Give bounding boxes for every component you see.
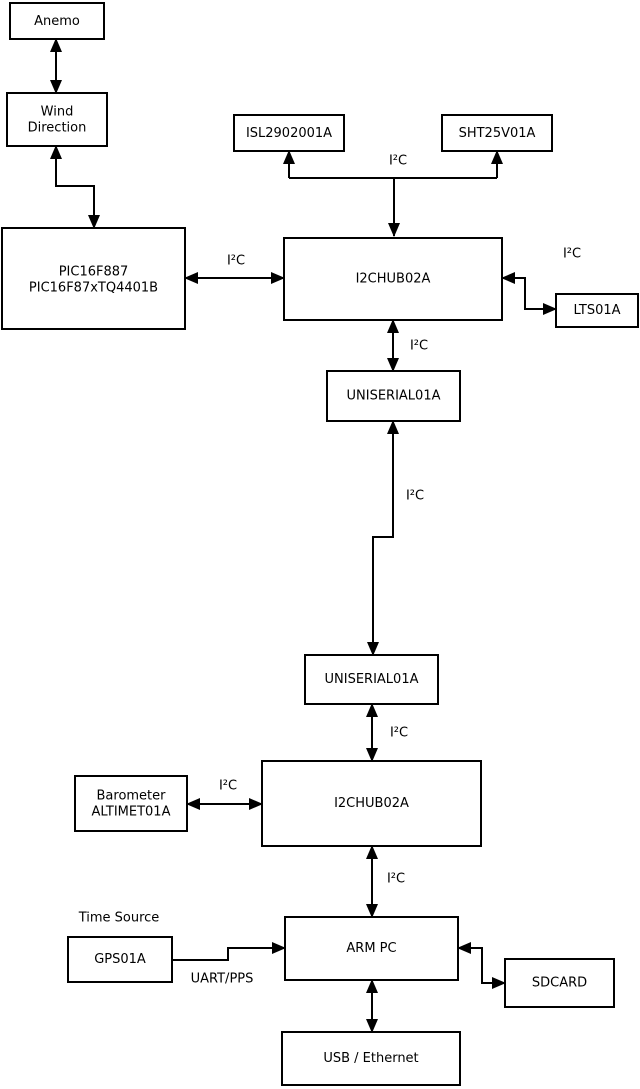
lts01a-label: LTS01A <box>573 303 620 318</box>
node-lts01a: LTS01A <box>555 293 639 328</box>
i2c-label-uniserial-hub2: I²C <box>390 726 408 741</box>
gps01a-box <box>67 936 173 983</box>
node-uniserial-bottom: UNISERIAL01A <box>304 654 439 705</box>
pic-label-line2: PIC16F87xTQ4401B <box>29 281 158 296</box>
node-sht25v01a: SHT25V01A <box>441 114 553 152</box>
edge-i2chub-top-lts01a <box>501 272 557 315</box>
i2chub-top-box <box>283 237 503 321</box>
i2c-label-hub2-armpc: I²C <box>387 872 405 887</box>
barometer-box <box>74 775 188 832</box>
i2c-label-hub-uniserial: I²C <box>410 339 428 354</box>
i2c-label-sensor-bus: I²C <box>389 154 407 169</box>
isl2902001a-label: ISL2902001A <box>246 126 332 141</box>
isl2902001a-box <box>233 114 345 152</box>
anemo-box <box>9 2 105 40</box>
i2chub-bottom-box <box>261 760 482 847</box>
wind-direction-label-line2: Direction <box>28 121 87 136</box>
node-i2chub-top: I2CHUB02A <box>283 237 503 321</box>
i2c-label-long-link: I²C <box>406 489 424 504</box>
node-pic: PIC16F887 PIC16F87xTQ4401B <box>1 227 186 330</box>
sdcard-box <box>504 958 615 1008</box>
sdcard-label: SDCARD <box>532 976 587 991</box>
pic-label-line1: PIC16F887 <box>59 265 129 280</box>
uart-pps-label: UART/PPS <box>191 972 254 987</box>
node-barometer: Barometer ALTIMET01A <box>74 775 188 832</box>
uniserial-top-label: UNISERIAL01A <box>347 389 441 404</box>
i2c-label-lts01a: I²C <box>563 247 581 262</box>
i2c-label-barometer: I²C <box>219 779 237 794</box>
uniserial-bottom-box <box>304 654 439 705</box>
node-gps01a: GPS01A <box>67 936 173 983</box>
wind-direction-label-line1: Wind <box>41 105 74 120</box>
edge-uniserial-top-uniserial-bottom <box>367 420 399 656</box>
edge-gps01a-arm-pc <box>172 942 286 961</box>
uniserial-top-box <box>326 370 461 422</box>
uniserial-bottom-label: UNISERIAL01A <box>325 672 419 687</box>
pic-box <box>1 227 186 330</box>
usb-ethernet-label: USB / Ethernet <box>323 1051 418 1066</box>
wind-direction-box <box>6 92 108 147</box>
node-usb-ethernet: USB / Ethernet <box>281 1031 461 1086</box>
node-arm-pc: ARM PC <box>284 916 459 981</box>
i2c-label-pic-hub: I²C <box>227 254 245 269</box>
usb-ethernet-box <box>281 1031 461 1086</box>
lts01a-box <box>555 293 639 328</box>
node-i2chub-bottom: I2CHUB02A <box>261 760 482 847</box>
barometer-label-line1: Barometer <box>97 789 167 804</box>
i2chub-top-label: I2CHUB02A <box>356 272 431 287</box>
sht25v01a-box <box>441 114 553 152</box>
edge-wind-direction-pic <box>50 145 100 229</box>
gps01a-label: GPS01A <box>94 952 146 967</box>
time-source-label: Time Source <box>78 911 160 926</box>
node-uniserial-top: UNISERIAL01A <box>326 370 461 422</box>
sht25v01a-label: SHT25V01A <box>459 126 536 141</box>
arm-pc-box <box>284 916 459 981</box>
barometer-label-line2: ALTIMET01A <box>92 805 171 820</box>
edge-arm-pc-sdcard <box>457 942 506 989</box>
i2chub-bottom-label: I2CHUB02A <box>334 796 409 811</box>
arm-pc-label: ARM PC <box>346 941 396 956</box>
node-anemo: Anemo <box>9 2 105 40</box>
node-wind-direction: Wind Direction <box>6 92 108 147</box>
node-sdcard: SDCARD <box>504 958 615 1008</box>
node-isl2902001a: ISL2902001A <box>233 114 345 152</box>
anemo-label: Anemo <box>34 14 80 29</box>
